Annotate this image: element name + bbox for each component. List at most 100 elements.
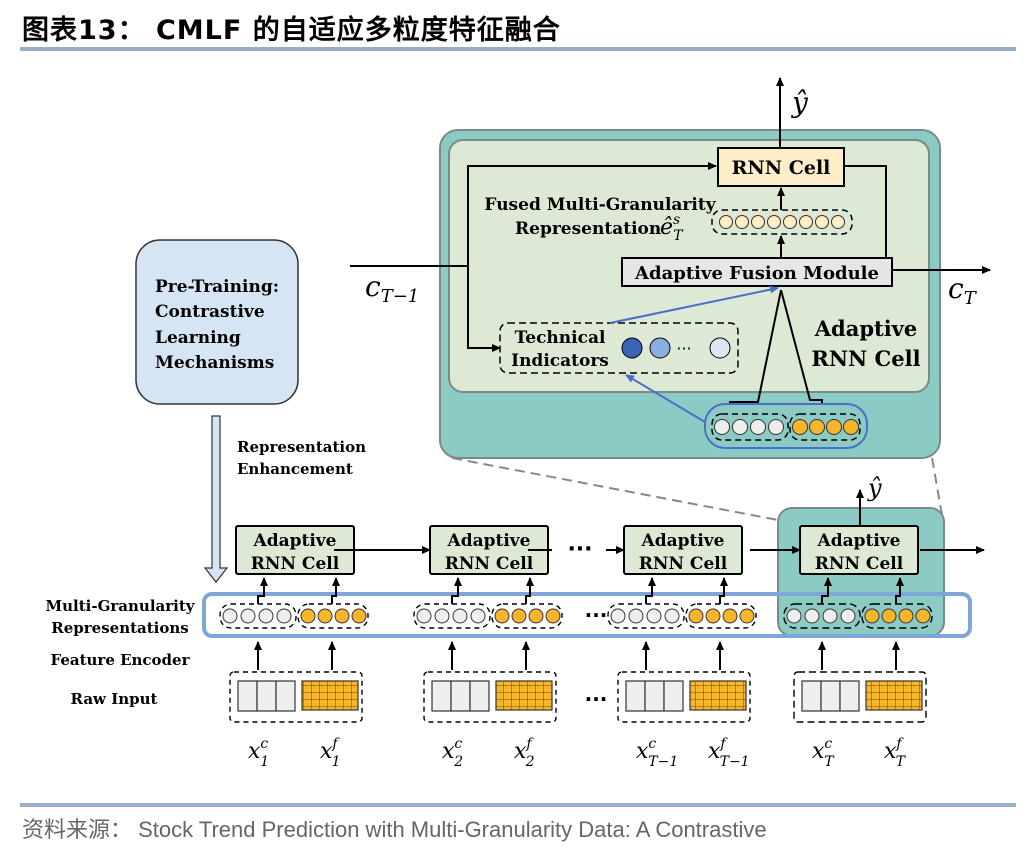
fused-label-line2: Representation — [515, 219, 661, 239]
pretraining-line3: Learning — [155, 328, 241, 348]
coarse-dot — [240, 608, 256, 624]
fused-dot — [831, 215, 845, 229]
y-hat-label: ŷ — [790, 86, 809, 119]
zoom-fine-group — [789, 413, 861, 441]
indicator-dot-mid — [649, 337, 671, 359]
fine-dot — [705, 608, 721, 624]
fusion-module-label: Adaptive Fusion Module — [634, 263, 879, 284]
fine-repr-group — [685, 603, 757, 629]
fine-dot — [722, 608, 738, 624]
coarse-input-cell — [663, 680, 684, 712]
fusion-module-box — [621, 257, 893, 287]
cell-label-line1: Adaptive — [447, 531, 531, 551]
c-to-rnn-arrow — [467, 162, 717, 266]
fine-dot — [864, 608, 880, 624]
coarse-dot — [664, 608, 680, 624]
coarse-input-cell — [431, 680, 452, 712]
coarse-dot — [434, 608, 450, 624]
cell-label-line2: RNN Cell — [445, 554, 534, 574]
footer-rule — [20, 803, 1016, 807]
technical-indicators-group — [499, 322, 739, 374]
fine-to-cell-arrow — [719, 577, 728, 604]
coarse-dot — [840, 608, 856, 624]
fine-dot — [334, 608, 350, 624]
fine-dot — [351, 608, 367, 624]
cell-label-line1: Adaptive — [253, 531, 337, 551]
enhancement-label-line1: Representation — [237, 438, 366, 456]
adaptive-cell-label-line2: RNN Cell — [811, 346, 920, 371]
coarse-dot — [276, 608, 292, 624]
cell-label-line2: RNN Cell — [251, 554, 340, 574]
rnn-cell-label: RNN Cell — [732, 157, 831, 179]
fused-dot — [783, 215, 797, 229]
fine-dot — [843, 419, 859, 435]
fine-repr-group — [491, 603, 563, 629]
fine-repr-group — [297, 603, 369, 629]
fine-dot — [915, 608, 931, 624]
mgr-label-line2: Representations — [51, 619, 188, 637]
fine-dot — [494, 608, 510, 624]
indicator-dot-dark — [621, 337, 643, 359]
fine-input-grid — [689, 680, 747, 711]
fused-label-line1: Fused Multi-Granularity — [484, 195, 716, 215]
recurrent-ellipsis: ··· — [567, 537, 592, 562]
fine-dot — [300, 608, 316, 624]
fine-dot — [688, 608, 704, 624]
coarse-input-cell — [644, 680, 665, 712]
indicators-to-fusion-arrow — [609, 285, 779, 324]
zoom-guide-right — [931, 457, 943, 516]
enhancement-arrow — [203, 415, 229, 583]
enhancement-label-line2: Enhancement — [237, 460, 353, 478]
mgr-label-line1: Multi-Granularity — [46, 597, 196, 615]
fine-dot — [792, 419, 808, 435]
coarse-dot — [768, 419, 784, 435]
multi-granularity-band — [202, 592, 972, 638]
coarse-input-cell — [275, 680, 296, 712]
zoomed-adaptive-cell: ŷ RNN Cell cT−1 cT Fused Multi-Granulari… — [350, 77, 991, 459]
coarse-dot — [628, 608, 644, 624]
input-ellipsis: ··· — [585, 687, 608, 711]
pretraining-line1: Pre-Training: — [155, 277, 279, 297]
coarse-to-cell-arrow — [451, 577, 462, 604]
raw-input-group — [793, 671, 927, 723]
zoom-repr-group — [704, 403, 868, 449]
fine-input-grid — [301, 680, 359, 711]
feature-encoder-label: Feature Encoder — [50, 651, 190, 669]
coarse-input-cell — [256, 680, 277, 712]
coarse-input-cell — [801, 680, 822, 712]
coarse-input-cell — [450, 680, 471, 712]
coarse-dot — [750, 419, 766, 435]
pretraining-box — [135, 239, 299, 405]
c-out-label: cT — [948, 272, 978, 309]
fused-dot — [719, 215, 733, 229]
c-in-label: cT−1 — [365, 270, 419, 307]
zoom-repr-dots — [714, 419, 859, 435]
adaptive-cell-label-line1: Adaptive — [814, 316, 918, 341]
pretraining-line4: Mechanisms — [155, 353, 274, 373]
technical-label-line2: Indicators — [511, 351, 609, 371]
coarse-dot — [732, 419, 748, 435]
fine-input-grid — [865, 680, 923, 711]
coarse-dot — [416, 608, 432, 624]
fused-dot — [799, 215, 813, 229]
coarse-dot — [258, 608, 274, 624]
coarse-to-cell-arrow — [821, 577, 832, 604]
fused-dot — [735, 215, 749, 229]
cell-label-line2: RNN Cell — [815, 554, 904, 574]
fused-dot — [767, 215, 781, 229]
fine-to-cell-arrow — [895, 577, 904, 604]
coarse-input-cell — [469, 680, 490, 712]
technical-label-line1: Technical — [515, 328, 606, 348]
coarse-dot — [610, 608, 626, 624]
fine-dot — [809, 419, 825, 435]
fine-dot — [528, 608, 544, 624]
fine-to-cell-arrow — [525, 577, 534, 604]
title-rule — [20, 47, 1016, 51]
